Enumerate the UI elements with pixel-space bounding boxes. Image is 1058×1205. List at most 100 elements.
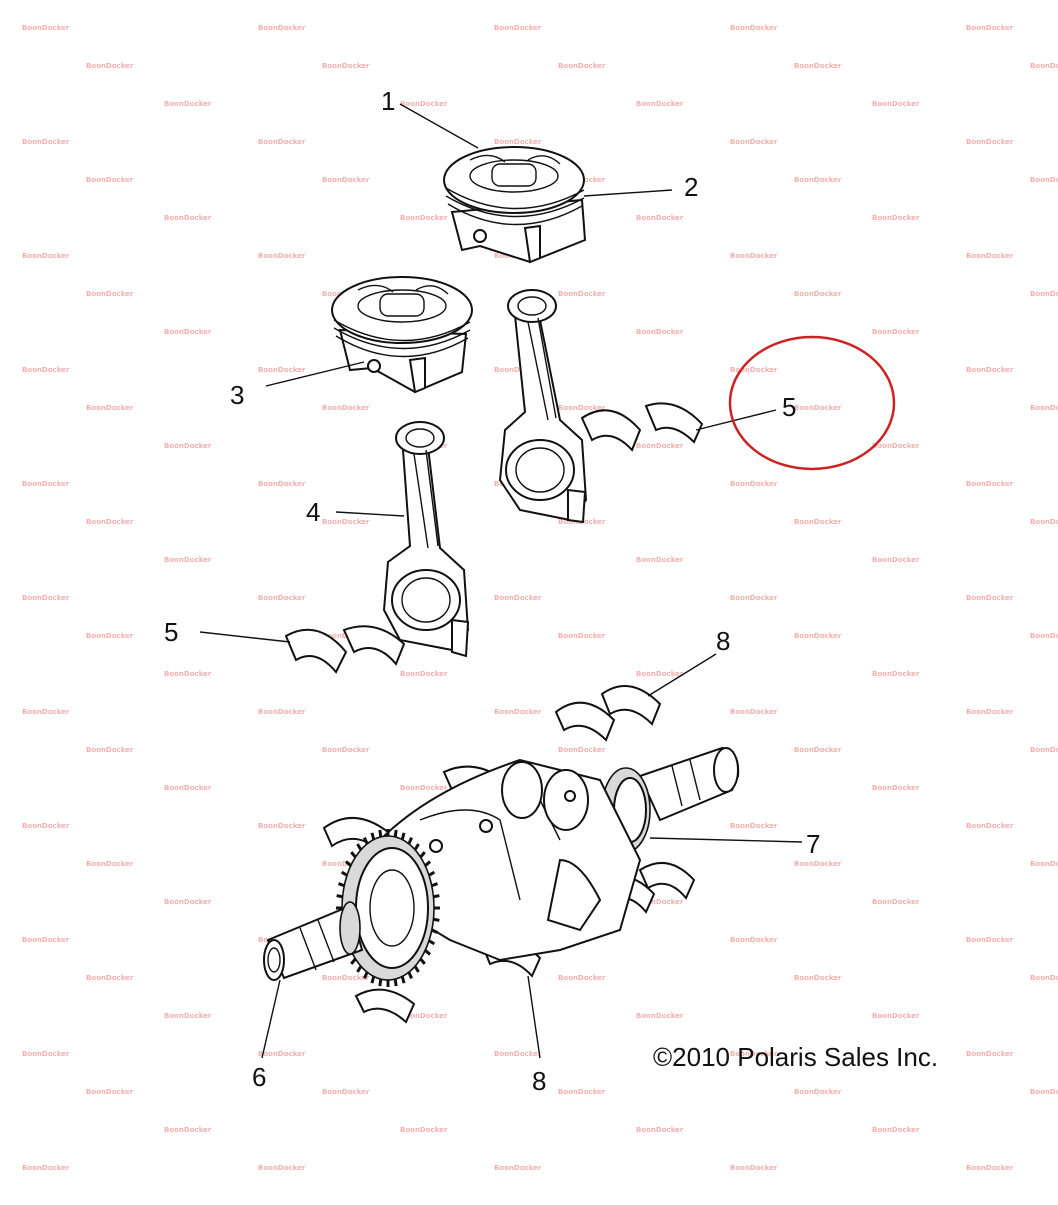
watermark-text: BoonDocker: [558, 290, 606, 298]
watermark-text: BoonDocker: [494, 594, 542, 602]
watermark-text: BoonDocker: [494, 24, 542, 32]
watermark-text: BoonDocker: [794, 404, 842, 412]
gear-tooth: [433, 894, 440, 899]
watermark-text: BoonDocker: [164, 1126, 212, 1134]
gear-tooth: [363, 971, 369, 979]
watermark-text: BoonDocker: [164, 784, 212, 792]
watermark-text: BoonDocker: [636, 898, 684, 906]
gear-tooth: [356, 965, 363, 973]
watermark-text: BoonDocker: [794, 518, 842, 526]
callout-5-right: 5: [782, 392, 796, 422]
callout-1: 1: [381, 86, 395, 116]
watermark-text: BoonDocker: [258, 138, 306, 146]
gear-tooth: [400, 832, 406, 840]
watermark-text: BoonDocker: [322, 404, 370, 412]
watermark-text: BoonDocker: [322, 974, 370, 982]
watermark-text: BoonDocker: [86, 290, 134, 298]
watermark-text: BoonDocker: [164, 442, 212, 450]
watermark-text: BoonDocker: [258, 594, 306, 602]
watermark-text: BoonDocker: [872, 670, 920, 678]
watermark-text: BoonDocker: [730, 1164, 778, 1172]
watermark-text: BoonDocker: [164, 898, 212, 906]
watermark-text: BoonDocker: [258, 822, 306, 830]
watermark-text: BoonDocker: [86, 1088, 134, 1096]
watermark-text: BoonDocker: [872, 100, 920, 108]
watermark-text: BoonDocker: [558, 746, 606, 754]
watermark-text: BoonDocker: [872, 1126, 920, 1134]
callout-4: 4: [306, 497, 320, 527]
gear-tooth: [407, 971, 413, 979]
watermark-text: BoonDocker: [558, 974, 606, 982]
watermark-text: BoonDocker: [22, 480, 70, 488]
gear-tooth: [344, 860, 352, 867]
watermark-text: BoonDocker: [22, 594, 70, 602]
watermark-text: BoonDocker: [636, 670, 684, 678]
gear-tooth: [393, 978, 398, 987]
gear-tooth: [356, 843, 363, 851]
watermark-text: BoonDocker: [494, 138, 542, 146]
watermark-text: BoonDocker: [1030, 1088, 1058, 1096]
gear-tooth: [419, 957, 426, 965]
watermark-text: BoonDocker: [164, 100, 212, 108]
watermark-text: BoonDocker: [494, 1050, 542, 1058]
watermark-text: BoonDocker: [794, 860, 842, 868]
watermark-text: BoonDocker: [636, 1012, 684, 1020]
watermark-text: BoonDocker: [636, 556, 684, 564]
watermark-text: BoonDocker: [872, 898, 920, 906]
watermark-text: BoonDocker: [636, 214, 684, 222]
watermark-text: BoonDocker: [400, 214, 448, 222]
copyright-notice: ©2010 Polaris Sales Inc.: [653, 1042, 939, 1072]
watermark-text: BoonDocker: [258, 1164, 306, 1172]
watermark-text: BoonDocker: [636, 1126, 684, 1134]
gear-tooth: [400, 976, 406, 984]
watermark-text: BoonDocker: [258, 24, 306, 32]
watermark-text: BoonDocker: [730, 822, 778, 830]
watermark-text: BoonDocker: [872, 1012, 920, 1020]
watermark-text: BoonDocker: [730, 708, 778, 716]
watermark-text: BoonDocker: [400, 784, 448, 792]
watermark-text: BoonDocker: [164, 214, 212, 222]
highlight-circle: [728, 335, 896, 471]
watermark-text: BoonDocker: [1030, 632, 1058, 640]
watermark-text: BoonDocker: [966, 138, 1014, 146]
watermark-text: BoonDocker: [86, 518, 134, 526]
gear-tooth: [340, 870, 348, 877]
callout-3: 3: [230, 380, 244, 410]
watermark-text: BoonDocker: [558, 62, 606, 70]
watermark-text: BoonDocker: [86, 860, 134, 868]
gear-tooth: [428, 939, 436, 946]
callout-8-bottom: 8: [532, 1066, 546, 1096]
watermark-text: BoonDocker: [966, 24, 1014, 32]
watermark-text: BoonDocker: [86, 746, 134, 754]
watermark-text: BoonDocker: [730, 366, 778, 374]
gear-tooth: [428, 870, 436, 877]
watermark-text: BoonDocker: [1030, 290, 1058, 298]
watermark-text: BoonDocker: [322, 860, 370, 868]
watermark-text: BoonDocker: [494, 366, 542, 374]
gear-tooth: [378, 829, 383, 838]
gear-tooth: [433, 917, 440, 922]
gear-tooth: [431, 882, 438, 888]
watermark-text: BoonDocker: [872, 328, 920, 336]
watermark-text: BoonDocker: [794, 632, 842, 640]
connecting-rod-right: [498, 289, 588, 524]
watermark-text: BoonDocker: [1030, 746, 1058, 754]
watermark-text: BoonDocker: [1030, 974, 1058, 982]
watermark-text: BoonDocker: [22, 1050, 70, 1058]
gear-tooth: [431, 928, 438, 934]
watermark-text: BoonDocker: [22, 138, 70, 146]
watermark-text: BoonDocker: [1030, 860, 1058, 868]
gear-tooth: [393, 829, 398, 838]
watermark-text: BoonDocker: [794, 974, 842, 982]
watermark-text: BoonDocker: [1030, 404, 1058, 412]
watermark-text: BoonDocker: [636, 100, 684, 108]
watermark-text: BoonDocker: [86, 62, 134, 70]
watermark-text: BoonDocker: [730, 594, 778, 602]
gear-tooth: [350, 957, 357, 965]
connecting-rod-left: [382, 421, 470, 658]
watermark-text: BoonDocker: [22, 366, 70, 374]
watermark-text: BoonDocker: [1030, 62, 1058, 70]
piston-upper: [443, 146, 587, 264]
watermark-text: BoonDocker: [494, 708, 542, 716]
watermark-text: BoonDocker: [558, 632, 606, 640]
